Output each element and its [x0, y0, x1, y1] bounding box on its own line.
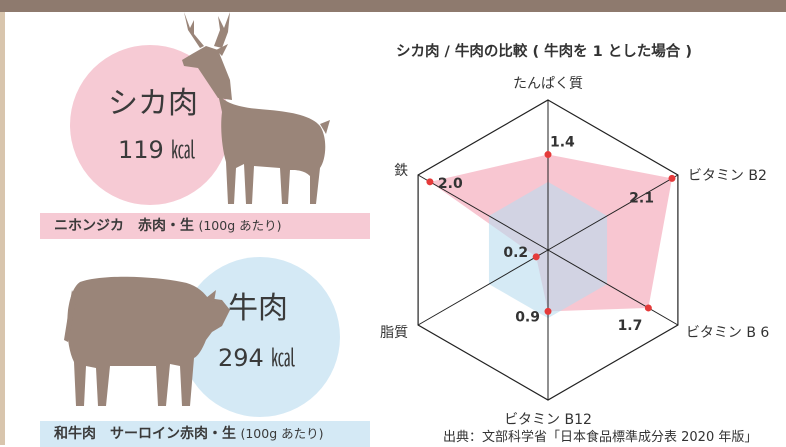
deer-caption-unit: (100g あたり): [198, 218, 282, 233]
deer-value-label-1: 2.1: [629, 190, 654, 206]
deer-value-label-5: 2.0: [438, 176, 463, 192]
beef-caption: 和牛肉 サーロイン赤肉・生 (100g あたり): [40, 421, 370, 447]
deer-data-point-3: [544, 307, 552, 315]
radar-axis-label-2: ビタミン B 6: [686, 325, 770, 341]
beef-kcal: 294 ㎉: [218, 344, 296, 372]
deer-value-label-2: 1.7: [618, 318, 643, 334]
chart-title: シカ肉 / 牛肉の比較 ( 牛肉を 1 とした場合 ): [396, 44, 692, 60]
radar-axis-5: [417, 174, 549, 251]
radar-axis-label-0: たんぱく質: [513, 76, 583, 92]
deer-data-point-5: [426, 178, 434, 186]
deer-data-point-0: [544, 151, 552, 159]
deer-value-label-4: 0.2: [503, 245, 528, 261]
deer-kcal: 119 ㎉: [118, 136, 196, 164]
top-banner-bar: [0, 0, 786, 12]
radar-axis-label-1: ビタミン B2: [688, 168, 767, 184]
beef-caption-unit: (100g あたり): [240, 426, 324, 441]
radar-axis-2: [547, 249, 679, 326]
radar-axis-label-3: ビタミン B12: [504, 412, 592, 428]
cow-silhouette-icon: [64, 276, 230, 406]
deer-caption-title: ニホンジカ 赤肉・生: [54, 218, 194, 234]
deer-name: シカ肉: [108, 86, 198, 121]
deer-caption: ニホンジカ 赤肉・生 (100g あたり): [40, 213, 370, 239]
radar-axis-4: [417, 249, 549, 326]
radar-axis-label-4: 脂質: [380, 325, 408, 341]
deer-value-label-3: 0.9: [515, 309, 540, 325]
deer-data-point-1: [668, 174, 676, 182]
beef-caption-title: 和牛肉 サーロイン赤肉・生: [54, 426, 236, 442]
radar-axis-label-5: 鉄: [394, 163, 408, 179]
left-border: [0, 12, 5, 445]
source-citation: 出典：文部科学省「日本食品標準成分表 2020 年版」: [443, 430, 758, 445]
deer-silhouette-icon: [182, 12, 330, 204]
deer-data-point-4: [532, 253, 540, 261]
deer-value-label-0: 1.4: [550, 135, 575, 151]
deer-data-point-2: [644, 304, 652, 312]
beef-name: 牛肉: [228, 291, 288, 326]
radar-axis-1: [547, 174, 679, 251]
